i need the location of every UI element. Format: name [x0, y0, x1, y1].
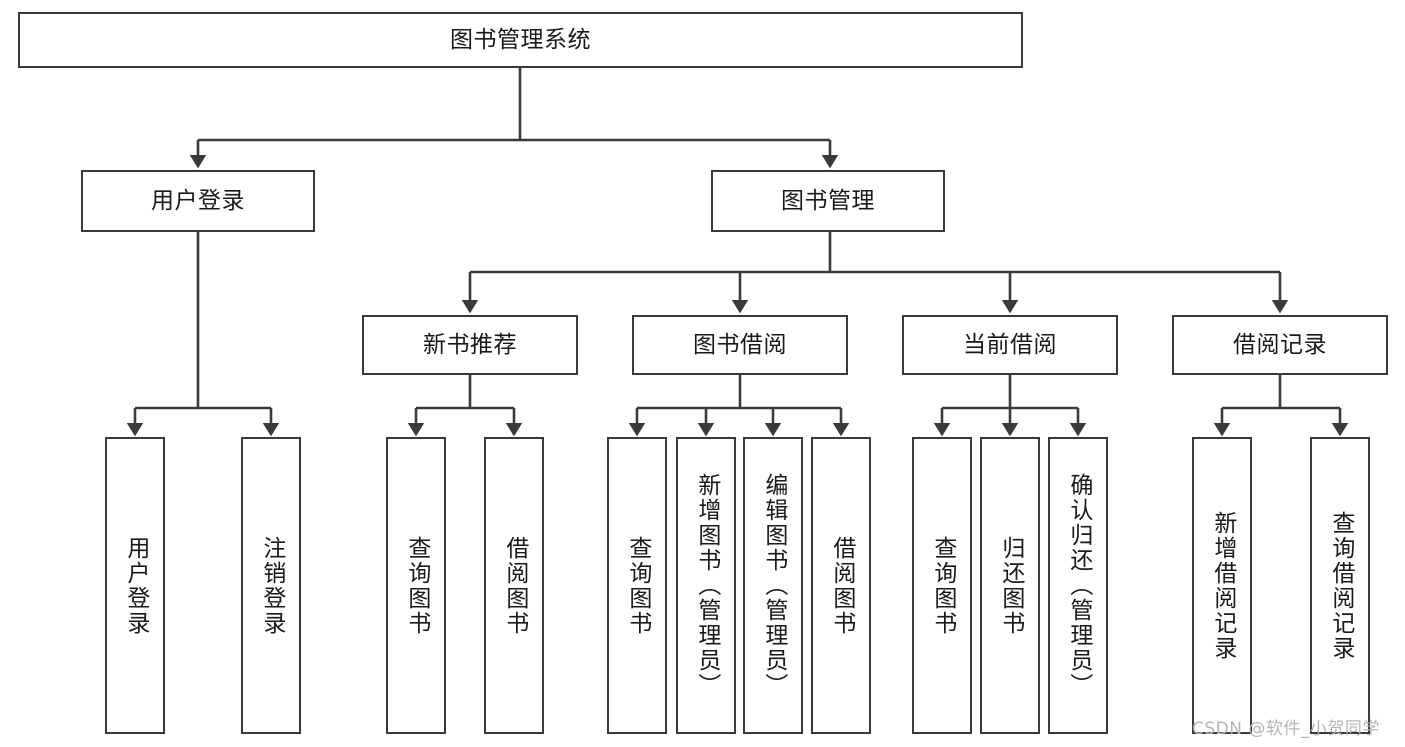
node-label: 当前借阅 — [963, 331, 1057, 358]
node-book-borrow[interactable]: 图书借阅 — [632, 315, 848, 375]
node-leaf-query-book-2[interactable]: 查询图书 — [607, 437, 667, 734]
node-label: 图书管理 — [781, 187, 875, 214]
node-leaf-borrow-book-2[interactable]: 借阅图书 — [811, 437, 871, 734]
node-leaf-borrow-book-1[interactable]: 借阅图书 — [484, 437, 544, 734]
node-label: 新增图书（管理员） — [693, 473, 720, 698]
node-label: 确认归还（管理员） — [1065, 473, 1092, 698]
node-label: 归还图书 — [997, 535, 1024, 636]
node-label: 借阅图书 — [501, 535, 528, 636]
node-new-book-recommend[interactable]: 新书推荐 — [362, 315, 578, 375]
node-borrow-record[interactable]: 借阅记录 — [1172, 315, 1388, 375]
node-leaf-user-login[interactable]: 用户登录 — [105, 437, 165, 734]
node-label: 查询借阅记录 — [1327, 510, 1354, 661]
node-leaf-add-record[interactable]: 新增借阅记录 — [1192, 437, 1252, 734]
node-label: 编辑图书（管理员） — [760, 473, 787, 698]
node-label: 图书管理系统 — [450, 26, 591, 53]
node-label: 借阅图书 — [828, 535, 855, 636]
node-root-system[interactable]: 图书管理系统 — [18, 12, 1023, 68]
node-label: 新书推荐 — [423, 331, 517, 358]
node-user-login[interactable]: 用户登录 — [81, 170, 315, 232]
node-label: 图书借阅 — [693, 331, 787, 358]
node-label: 查询图书 — [929, 535, 956, 636]
node-book-manage[interactable]: 图书管理 — [711, 170, 945, 232]
node-label: 用户登录 — [151, 187, 245, 214]
node-leaf-confirm-return[interactable]: 确认归还（管理员） — [1048, 437, 1108, 734]
node-label: 借阅记录 — [1233, 331, 1327, 358]
node-leaf-query-book-3[interactable]: 查询图书 — [912, 437, 972, 734]
node-current-borrow[interactable]: 当前借阅 — [902, 315, 1118, 375]
node-leaf-return-book[interactable]: 归还图书 — [980, 437, 1040, 734]
node-leaf-query-record[interactable]: 查询借阅记录 — [1310, 437, 1370, 734]
node-leaf-logout-login[interactable]: 注销登录 — [241, 437, 301, 734]
node-label: 用户登录 — [122, 535, 149, 636]
node-leaf-query-book-1[interactable]: 查询图书 — [386, 437, 446, 734]
node-leaf-edit-book[interactable]: 编辑图书（管理员） — [743, 437, 803, 734]
node-label: 新增借阅记录 — [1209, 510, 1236, 661]
node-label: 注销登录 — [258, 535, 285, 636]
node-leaf-add-book[interactable]: 新增图书（管理员） — [676, 437, 736, 734]
node-label: 查询图书 — [624, 535, 651, 636]
csdn-watermark: CSDN @软件_小贺同学 — [1192, 719, 1380, 739]
node-label: 查询图书 — [403, 535, 430, 636]
